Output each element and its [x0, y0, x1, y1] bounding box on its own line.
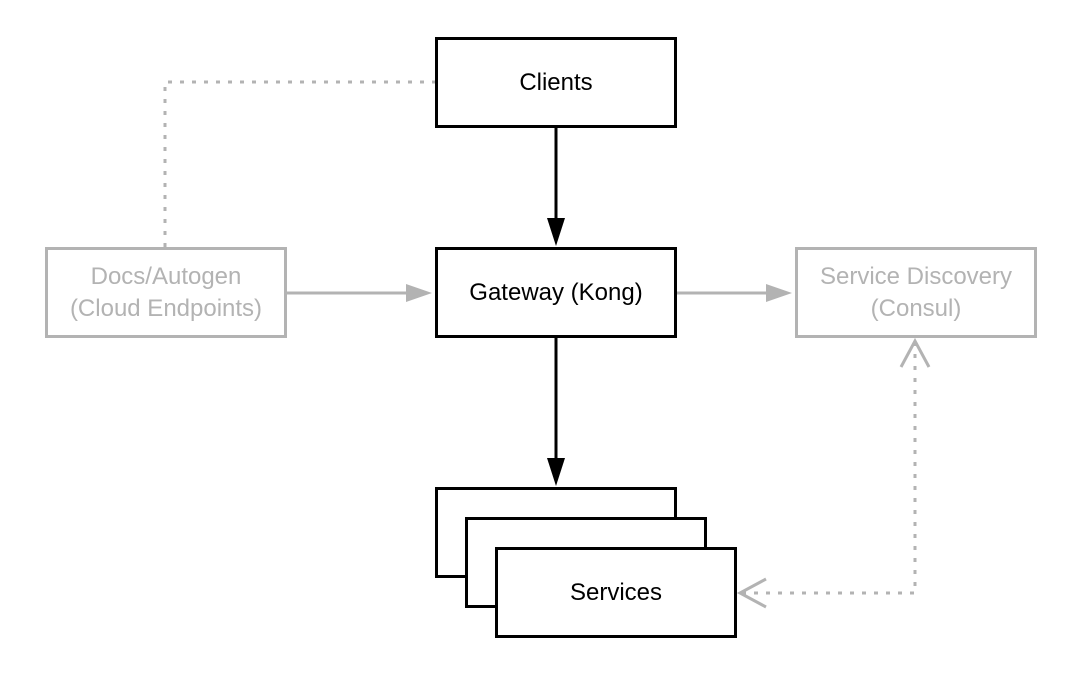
- docs-autogen-label-line1: Docs/Autogen: [90, 262, 242, 290]
- arrowhead-clients-to-gateway: [547, 218, 565, 246]
- arrowhead-gateway-to-services: [547, 458, 565, 486]
- services-label: Services: [569, 578, 663, 606]
- service-discovery-label-line2: (Consul): [870, 294, 962, 322]
- service-discovery-node: Service Discovery (Consul): [795, 247, 1037, 338]
- service-discovery-label-line1: Service Discovery: [819, 262, 1013, 290]
- clients-label: Clients: [519, 68, 593, 96]
- arrowhead-gateway-to-discovery: [766, 284, 792, 302]
- gateway-node: Gateway (Kong): [435, 247, 677, 338]
- open-arrowhead-to-services: [736, 577, 767, 609]
- docs-autogen-label-line2: (Cloud Endpoints): [69, 294, 263, 322]
- open-arrowhead-to-discovery: [899, 337, 931, 368]
- arrowhead-docs-to-gateway: [406, 284, 432, 302]
- dotted-link-services-to-discovery: [742, 342, 917, 595]
- dotted-link-docs-to-clients: [163, 80, 435, 247]
- docs-autogen-node: Docs/Autogen (Cloud Endpoints): [45, 247, 287, 338]
- gateway-label: Gateway (Kong): [469, 278, 643, 306]
- clients-node: Clients: [435, 37, 677, 128]
- services-node: Services: [495, 547, 737, 638]
